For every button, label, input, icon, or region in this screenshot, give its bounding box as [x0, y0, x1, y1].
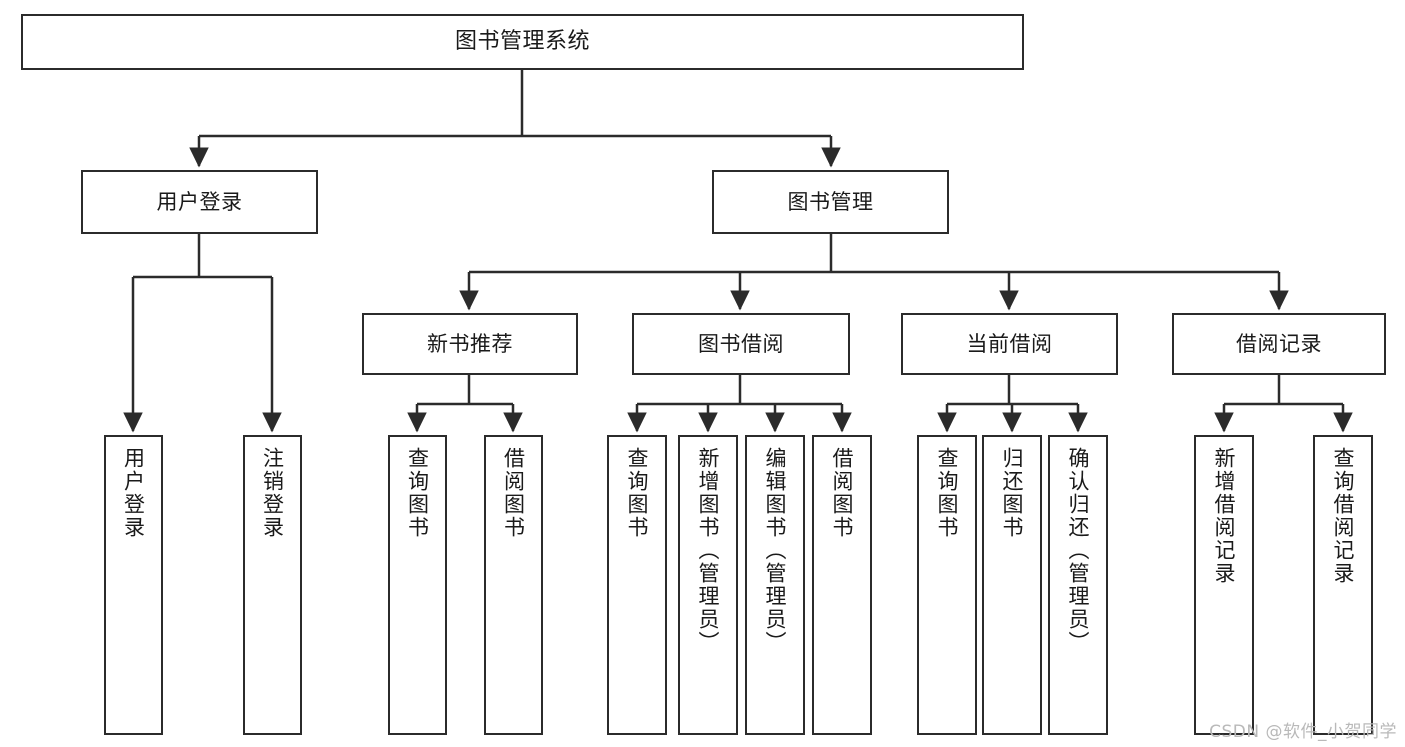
- node-label: 新增图书（管理员）: [696, 447, 721, 654]
- node-new-book-recommend[interactable]: 新书推荐: [362, 313, 578, 375]
- node-leaf-query-book-2[interactable]: 查询图书: [607, 435, 667, 735]
- node-label: 编辑图书（管理员）: [763, 447, 788, 654]
- node-user-login[interactable]: 用户登录: [81, 170, 318, 234]
- node-leaf-add-borrow-record[interactable]: 新增借阅记录: [1194, 435, 1254, 735]
- node-label: 图书借阅: [698, 331, 784, 356]
- node-leaf-user-login[interactable]: 用户登录: [104, 435, 163, 735]
- node-label: 确认归还（管理员）: [1066, 447, 1091, 654]
- node-label: 当前借阅: [966, 331, 1053, 356]
- node-label: 新增借阅记录: [1212, 447, 1237, 585]
- node-leaf-borrow-book-2[interactable]: 借阅图书: [812, 435, 872, 735]
- node-label: 查询图书: [625, 447, 650, 539]
- node-leaf-logout-login[interactable]: 注销登录: [243, 435, 302, 735]
- node-book-manage[interactable]: 图书管理: [712, 170, 949, 234]
- node-leaf-edit-book[interactable]: 编辑图书（管理员）: [745, 435, 805, 735]
- node-label: 图书管理系统: [454, 29, 590, 55]
- node-label: 图书管理: [787, 189, 874, 214]
- node-borrow-record[interactable]: 借阅记录: [1172, 313, 1386, 375]
- node-current-borrow[interactable]: 当前借阅: [901, 313, 1118, 375]
- node-leaf-add-book[interactable]: 新增图书（管理员）: [678, 435, 738, 735]
- csdn-watermark: CSDN @软件_小贺同学: [1209, 722, 1397, 742]
- node-label: 归还图书: [1000, 447, 1025, 539]
- node-leaf-confirm-return[interactable]: 确认归还（管理员）: [1048, 435, 1108, 735]
- node-leaf-query-book-1[interactable]: 查询图书: [388, 435, 447, 735]
- node-leaf-query-book-3[interactable]: 查询图书: [917, 435, 977, 735]
- node-label: 借阅记录: [1236, 331, 1322, 356]
- node-label: 用户登录: [121, 447, 146, 539]
- node-label: 查询图书: [935, 447, 960, 539]
- node-label: 注销登录: [260, 447, 285, 539]
- node-label: 查询借阅记录: [1331, 447, 1356, 585]
- node-label: 查询图书: [405, 447, 430, 539]
- node-leaf-query-borrow-record[interactable]: 查询借阅记录: [1313, 435, 1373, 735]
- node-label: 借阅图书: [501, 447, 526, 539]
- node-label: 借阅图书: [830, 447, 855, 539]
- node-leaf-return-book[interactable]: 归还图书: [982, 435, 1042, 735]
- node-label: 用户登录: [156, 189, 243, 214]
- node-leaf-borrow-book-1[interactable]: 借阅图书: [484, 435, 543, 735]
- node-root-system[interactable]: 图书管理系统: [21, 14, 1024, 70]
- node-book-borrow[interactable]: 图书借阅: [632, 313, 850, 375]
- node-label: 新书推荐: [427, 331, 513, 356]
